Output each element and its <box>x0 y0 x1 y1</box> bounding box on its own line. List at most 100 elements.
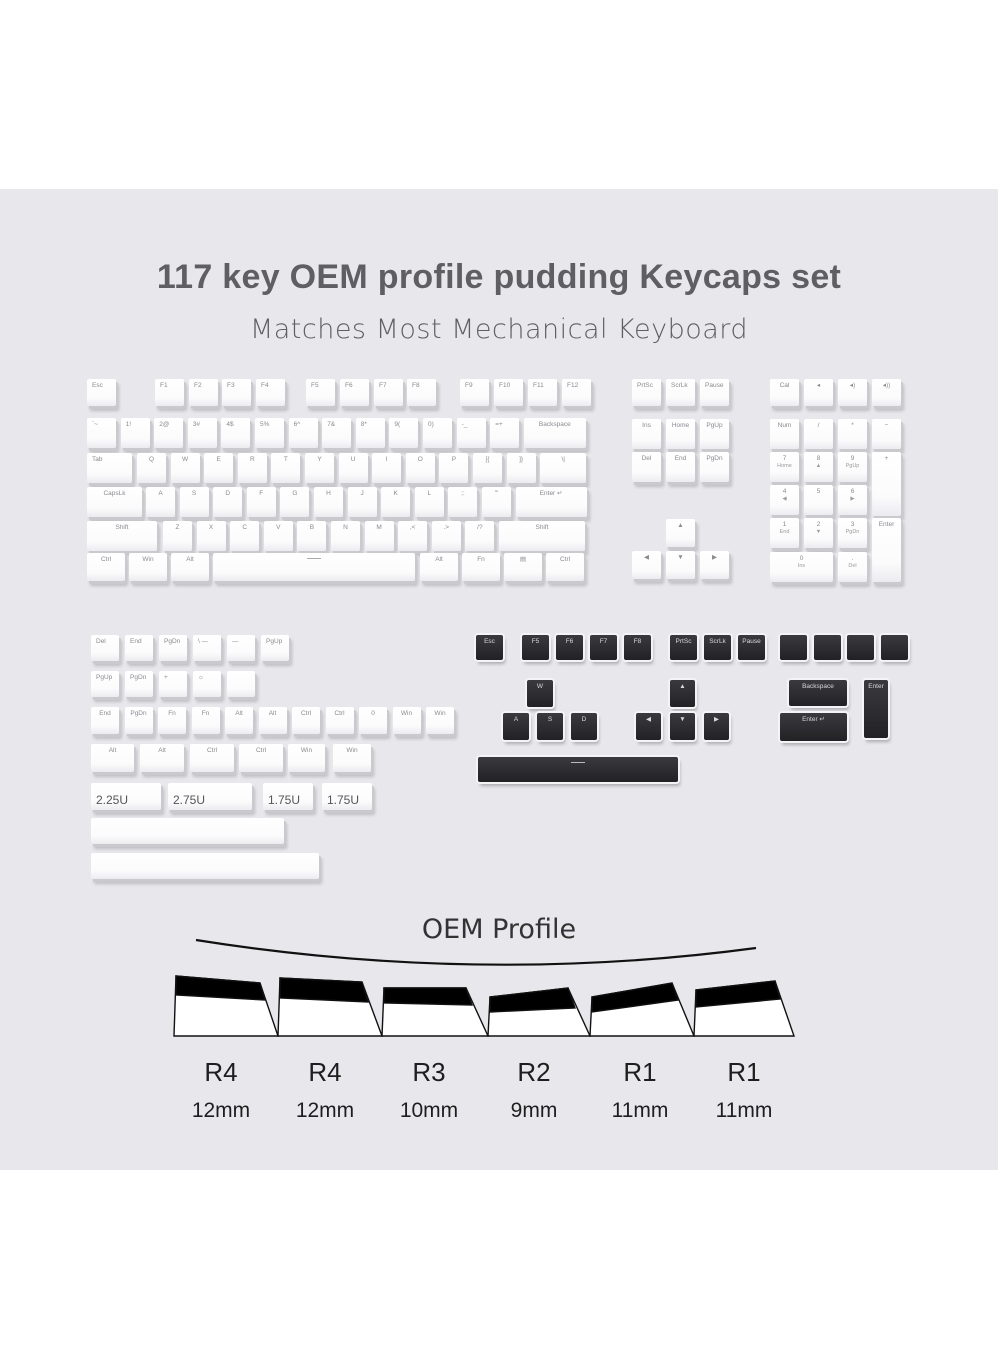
key-number-row: 5% <box>255 418 284 448</box>
key-media: ◂) <box>838 379 867 406</box>
key-nav: Pause <box>700 379 729 406</box>
key-number-row: 3# <box>187 418 217 448</box>
key-letter: W <box>170 453 200 483</box>
key-letter: ,< <box>398 521 428 551</box>
key-letter: T <box>271 453 301 483</box>
key-extra: PgDn <box>125 671 153 697</box>
key-nav: Del <box>632 452 661 482</box>
keycap-sublegend: Home <box>777 463 792 470</box>
key-numpad: Num <box>770 419 799 449</box>
key-dark: F7 <box>590 635 617 660</box>
profile-height-label: 11mm <box>715 1099 773 1122</box>
key-dark: Esc <box>476 635 503 660</box>
key-f7: F7 <box>374 379 403 406</box>
key-letter: H <box>314 487 343 517</box>
key-dark-enter-tall: Enter <box>864 680 888 738</box>
key-number-row: 0) <box>423 418 452 448</box>
key-extra: Alt <box>91 744 134 772</box>
key-extra: Alt <box>258 707 287 734</box>
key-dark-w: W <box>527 680 553 707</box>
key-esc: Esc <box>87 379 116 406</box>
key-dark: PrtSc <box>670 635 697 660</box>
key-extra: PgUp <box>91 671 119 697</box>
keycap-sublegend: ▲ <box>815 463 822 470</box>
key-extra: PgUp <box>261 635 289 661</box>
key-dark-d: D <box>571 713 597 740</box>
keycap-legend: . <box>851 555 854 562</box>
key-letter: X <box>196 521 226 551</box>
key-f2: F2 <box>189 379 218 406</box>
key-letter: O <box>405 453 435 483</box>
key-dark: F5 <box>522 635 549 660</box>
key-letter: S <box>179 487 209 517</box>
key-modifier: Fn <box>462 553 500 581</box>
key-arrow-up: ▲ <box>666 519 695 547</box>
key-dark <box>780 635 807 660</box>
keycap-sublegend: End <box>779 529 790 536</box>
key-number-row: 8* <box>355 418 385 448</box>
profile-row-label: R4 <box>308 1057 342 1087</box>
keycap-sublegend: Del <box>848 563 857 570</box>
key-backslash: \| <box>540 453 587 483</box>
key-f4: F4 <box>256 379 285 406</box>
key-dark-arrow-left: ◀ <box>636 713 661 740</box>
keycap-legend: 9 <box>850 455 855 462</box>
profile-height-label: 12mm <box>191 1099 251 1122</box>
keycap-legend: 0 <box>799 555 804 562</box>
key-dark-spacebar <box>478 757 678 782</box>
keycap-legend: 1 <box>782 521 787 528</box>
key-letter: B <box>297 521 327 551</box>
key-letter: P <box>439 453 469 483</box>
page-subtitle: Matches Most Mechanical Keyboard <box>249 314 749 345</box>
key-modifier: Alt <box>420 553 458 581</box>
key-backspace: Backspace <box>523 418 586 448</box>
key-extra: ☼ <box>193 671 221 697</box>
keycap-sublegend: ▶ <box>850 496 855 503</box>
key-nav: Home <box>666 419 695 449</box>
keycap-sublegend: ▼ <box>815 529 822 536</box>
key-extra: + <box>159 671 187 697</box>
key-f9: F9 <box>460 379 489 406</box>
profile-row-label: R3 <box>412 1057 446 1087</box>
key-capslock: CapsLk <box>87 487 142 517</box>
profile-row-label: R2 <box>517 1057 551 1087</box>
key-letter: J <box>347 487 377 517</box>
key-arrow-left: ◀ <box>632 551 661 579</box>
profile-height-label: 9mm <box>510 1099 558 1122</box>
key-modifier: Alt <box>171 553 209 581</box>
keycap-sublegend: ◀ <box>782 496 787 503</box>
key-dark-a: A <box>503 713 529 740</box>
key-f11: F11 <box>528 379 557 406</box>
key-numpad: 6▶ <box>838 485 867 515</box>
key-dark-arrow-down: ▼ <box>670 713 695 740</box>
key-letter: F <box>246 487 276 517</box>
key-nav: ScrLk <box>666 379 695 406</box>
key-f8: F8 <box>407 379 436 406</box>
key-dark-s: S <box>537 713 563 740</box>
key-extra: Fn <box>158 707 186 734</box>
key-extra: Alt <box>225 707 253 734</box>
key-nav: End <box>666 452 695 482</box>
key-number-row: 7& <box>322 418 352 448</box>
key-letter: '" <box>482 487 511 517</box>
key-media: ◂ <box>804 379 833 406</box>
key-size-2-25U: 2.25U <box>91 783 161 810</box>
key-numpad: 4◀ <box>770 485 799 515</box>
key-dark: F6 <box>556 635 583 660</box>
key-number-row: 1! <box>120 418 150 448</box>
key-dark <box>814 635 841 660</box>
keycap-sublegend: Ins <box>797 563 806 570</box>
key-spacebar-short <box>91 818 284 844</box>
key-extra: Ctrl <box>325 707 354 734</box>
key-right-shift: Shift <box>499 521 585 551</box>
key-letter: C <box>230 521 260 551</box>
profile-curve <box>195 938 757 966</box>
key-extra: End <box>125 635 153 661</box>
key-number-row: 6^ <box>288 418 318 448</box>
key-extra: — <box>227 635 255 661</box>
key-nav: PrtSc <box>632 379 661 406</box>
